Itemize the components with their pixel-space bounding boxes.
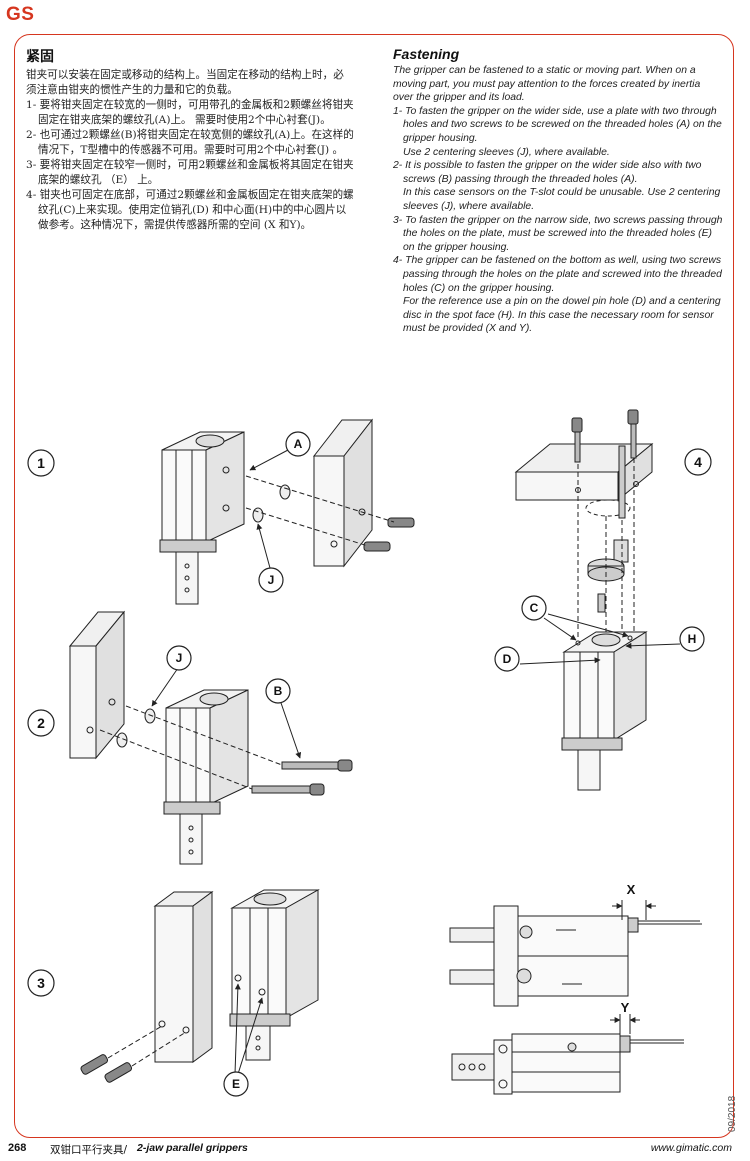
chinese-title: 紧固 bbox=[26, 49, 54, 65]
english-item-1: 1- To fasten the gripper on the wider si… bbox=[393, 105, 722, 144]
english-intro: The gripper can be fastened to a static … bbox=[393, 65, 701, 104]
sensor-clearance-drawings bbox=[449, 900, 702, 1095]
callout-j-fig2: J bbox=[176, 651, 183, 665]
footer-title-english: 2-jaw parallel grippers bbox=[137, 1142, 248, 1154]
english-section: Fastening The gripper can be fastened to… bbox=[393, 46, 723, 336]
callout-a: A bbox=[294, 437, 303, 451]
page-number: 268 bbox=[8, 1142, 27, 1154]
figure-number-3: 3 bbox=[37, 975, 45, 991]
callout-e: E bbox=[232, 1077, 240, 1091]
footer-title-chinese: 双钳口平行夹具/ bbox=[50, 1144, 128, 1156]
chinese-item-1: 1- 要将钳夹固定在较宽的一侧时，可用带孔的金属板和2颗螺丝将钳夹固定在钳夹底架… bbox=[26, 99, 354, 126]
figure-1-drawing bbox=[159, 418, 415, 605]
chinese-item-3: 3- 要将钳夹固定在较窄一侧时，可用2颗螺丝和金属板将其固定在钳夹底架的螺纹孔 … bbox=[26, 159, 354, 186]
callout-b: B bbox=[274, 684, 283, 698]
dimension-x-label: X bbox=[627, 882, 636, 897]
brand-logo: GS bbox=[6, 4, 35, 25]
english-body: The gripper can be fastened to a static … bbox=[393, 64, 723, 336]
callout-h: H bbox=[688, 632, 697, 646]
figure-number-1: 1 bbox=[37, 455, 45, 471]
chinese-body: 钳夹可以安装在固定或移动的结构上。当固定在移动的结构上时，必须注意由钳夹的惯性产… bbox=[26, 68, 354, 233]
callout-c: C bbox=[530, 601, 539, 615]
english-item-2: 2- It is possible to fasten the gripper … bbox=[393, 160, 702, 185]
chinese-item-4: 4- 钳夹也可固定在底部，可通过2颗螺丝和金属板固定在钳夹底架的螺纹孔(C)上来… bbox=[26, 189, 354, 231]
chinese-intro: 钳夹可以安装在固定或移动的结构上。当固定在移动的结构上时，必须注意由钳夹的惯性产… bbox=[26, 69, 344, 96]
english-item-4: 4- The gripper can be fastened on the bo… bbox=[393, 255, 722, 294]
english-item-2-note: In this case sensors on the T-slot could… bbox=[403, 187, 721, 212]
dimension-y-label: Y bbox=[621, 1000, 630, 1015]
english-item-1-note: Use 2 centering sleeves (J), where avail… bbox=[403, 146, 610, 158]
chinese-section: 紧固 钳夹可以安装在固定或移动的结构上。当固定在移动的结构上时，必须注意由钳夹的… bbox=[26, 46, 354, 233]
callout-j-fig1: J bbox=[268, 573, 275, 587]
chinese-item-2: 2- 也可通过2颗螺丝(B)将钳夹固定在较宽侧的螺纹孔(A)上。在这样的情况下，… bbox=[26, 129, 354, 156]
page-frame bbox=[14, 34, 734, 1138]
english-title: Fastening bbox=[393, 46, 460, 62]
figure-number-4: 4 bbox=[694, 454, 702, 470]
figure-2-drawing bbox=[68, 610, 353, 865]
figure-4-drawing bbox=[514, 409, 681, 791]
footer-website[interactable]: www.gimatic.com bbox=[650, 1142, 732, 1154]
figure-3-drawing bbox=[80, 889, 320, 1083]
english-item-3: 3- To fasten the gripper on the narrow s… bbox=[393, 214, 723, 253]
english-item-4-note: For the reference use a pin on the dowel… bbox=[403, 296, 721, 335]
figure-number-2: 2 bbox=[37, 715, 45, 731]
revision-date: 09/2018 bbox=[727, 1095, 738, 1132]
callout-d: D bbox=[503, 652, 512, 666]
